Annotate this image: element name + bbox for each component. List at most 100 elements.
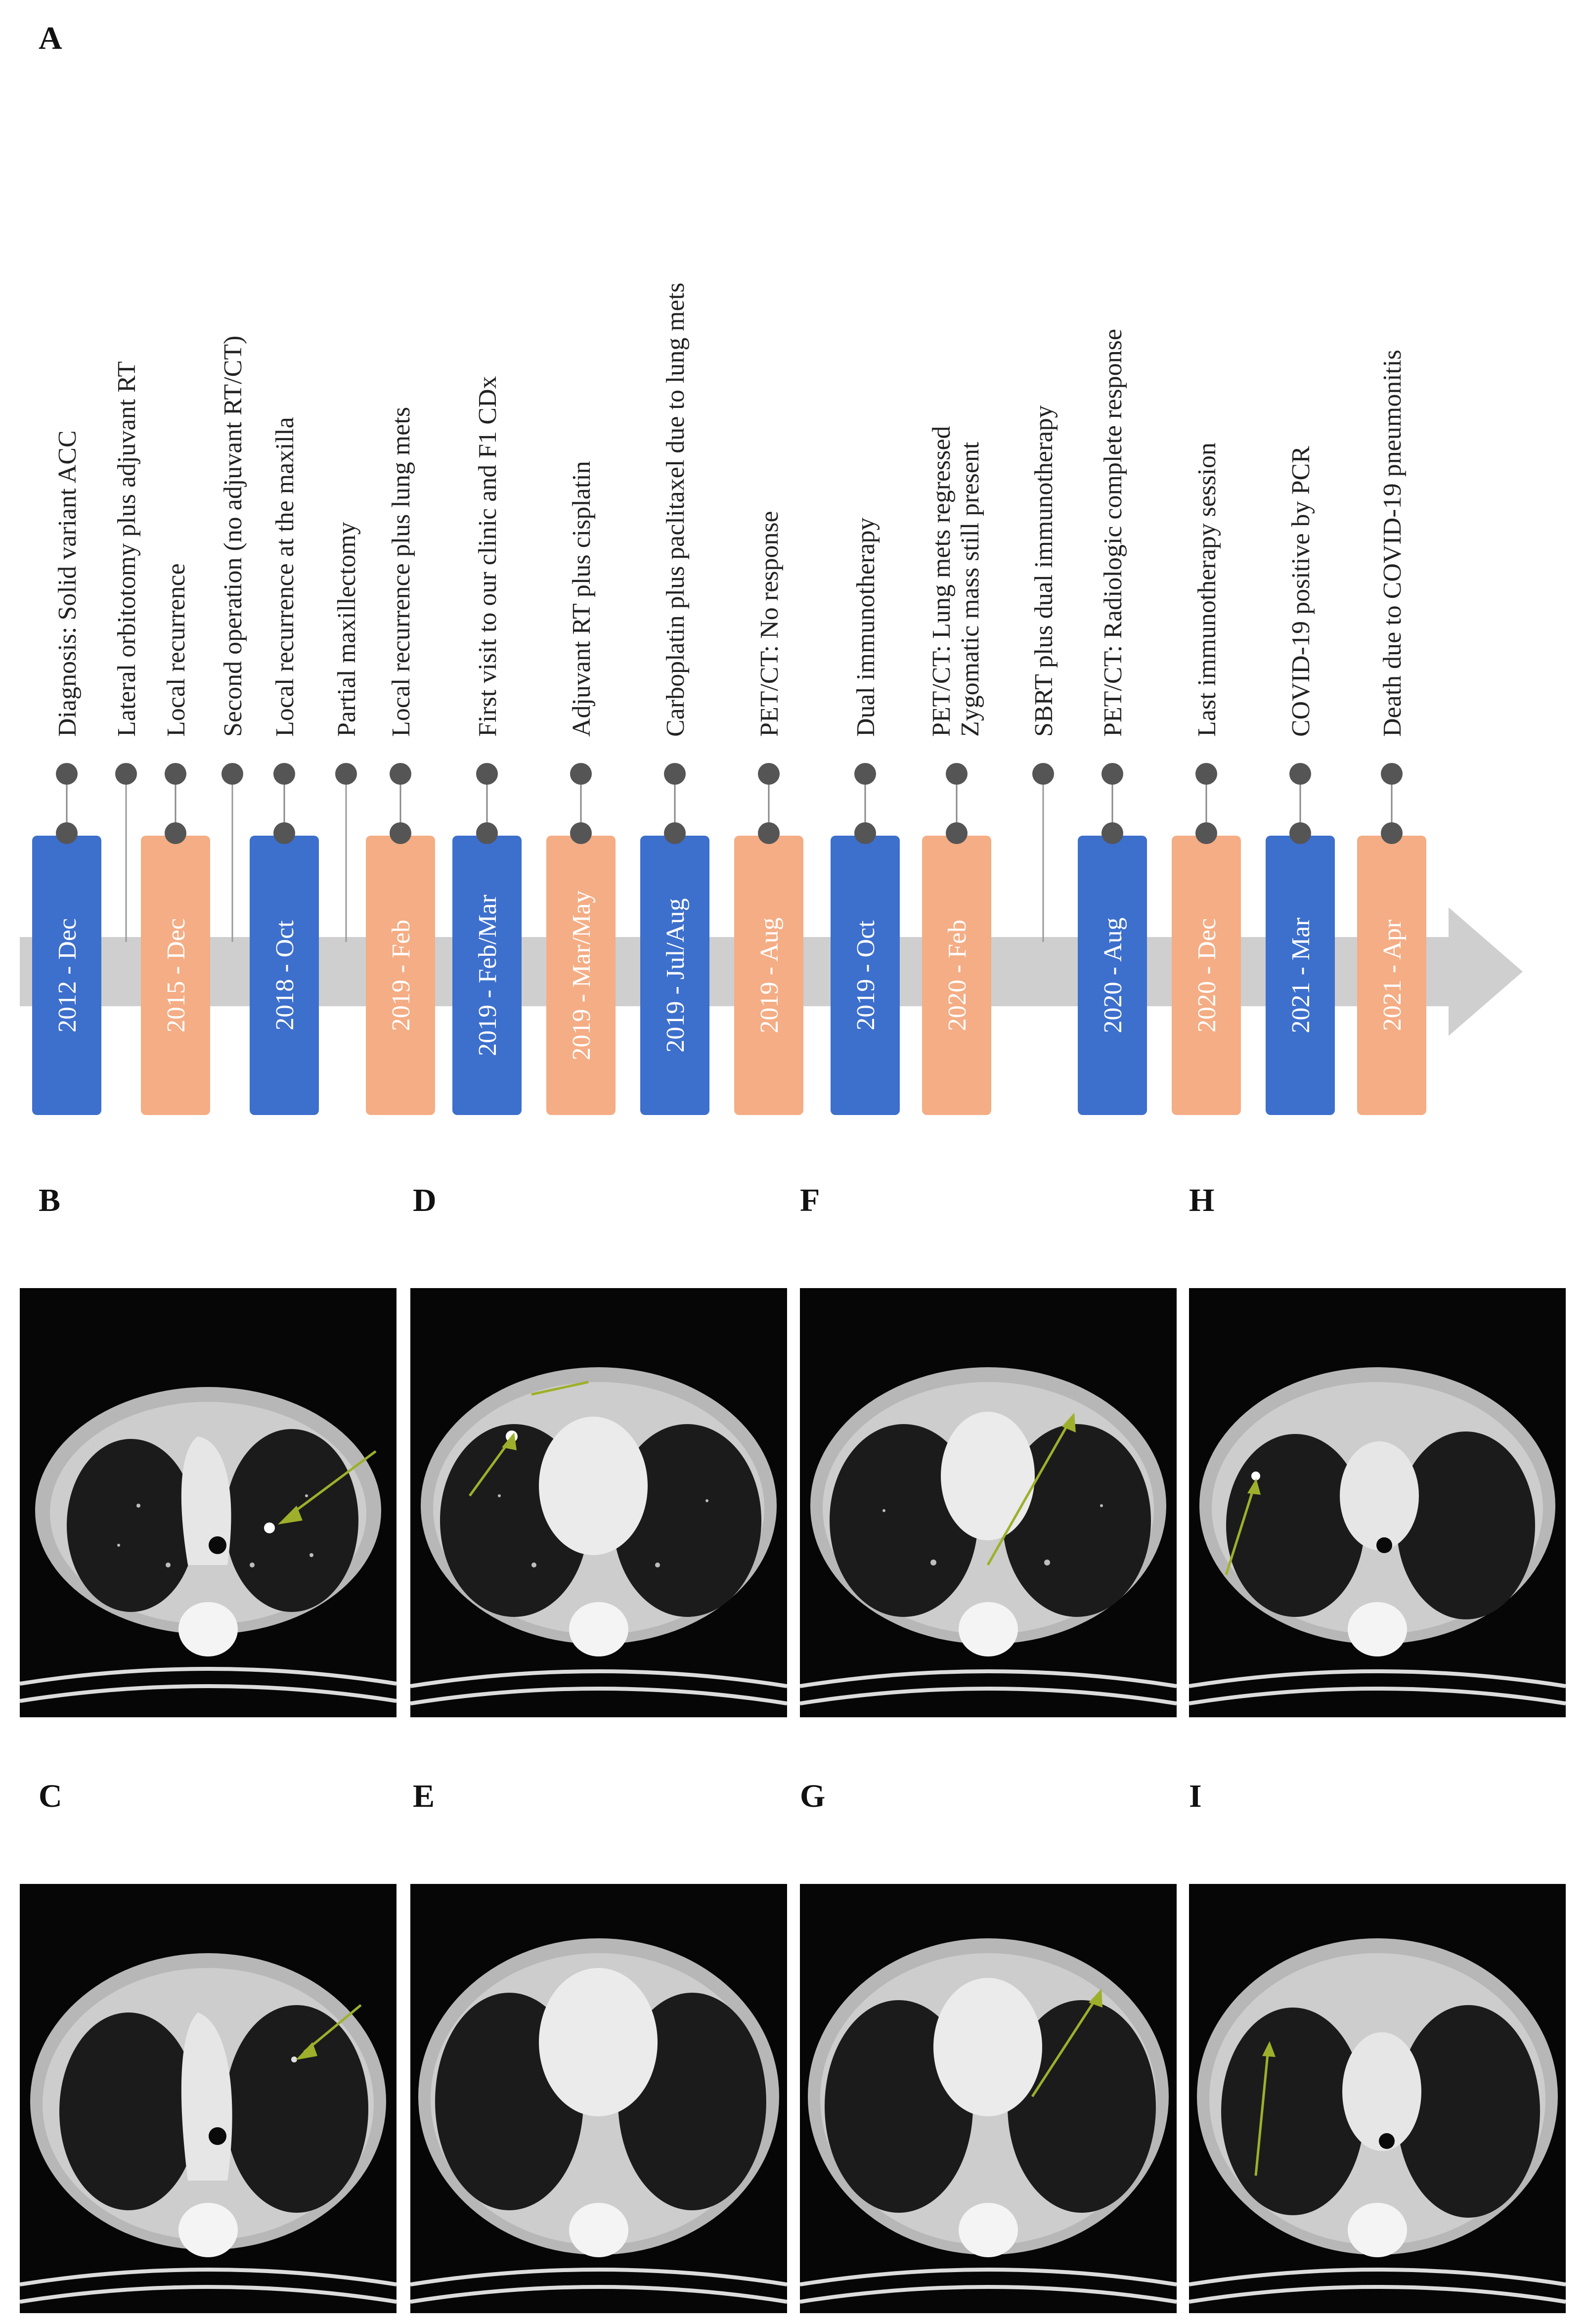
arrow-pointer-head: [1262, 2041, 1276, 2057]
trachea: [1379, 2133, 1395, 2149]
arrow-pointer: [468, 1440, 511, 1497]
date-box: [250, 836, 319, 1115]
event-date: 2019 - Feb/Mar: [474, 894, 502, 1056]
event-marker: [335, 763, 357, 785]
event-label: Partial maxillectomy: [333, 522, 361, 737]
event-date: 2015 - Dec: [162, 918, 190, 1032]
date-box: [734, 836, 803, 1115]
arrow-pointer-head: [502, 1432, 517, 1450]
timeline-event: Partial maxillectomy: [333, 522, 361, 942]
ct-scan-f: [800, 1288, 1177, 1717]
event-label: Diagnosis: Solid variant ACC: [53, 430, 82, 737]
ct-scan-h: [1189, 1288, 1566, 1717]
vertebra: [959, 1602, 1018, 1656]
heart: [1342, 2032, 1421, 2151]
date-box: [141, 836, 210, 1115]
timeline-event: 2012 - Dec Diagnosis: Solid variant ACC: [32, 430, 101, 1115]
panel-label-a: A: [39, 20, 62, 56]
event-marker: [1101, 822, 1123, 844]
event-label: Local recurrence at the maxilla: [271, 417, 299, 737]
vertebra: [178, 1602, 238, 1656]
panel-label-c: C: [39, 1778, 62, 1814]
date-box: [366, 836, 435, 1115]
trachea: [209, 1536, 226, 1554]
right-lung: [225, 2005, 368, 2213]
ct-scan-e: [410, 1884, 787, 2313]
heart: [539, 1417, 648, 1555]
event-marker: [56, 822, 78, 844]
event-marker: [1101, 763, 1123, 785]
event-date: 2019 - Feb: [387, 920, 415, 1031]
event-label: PET/CT: Radiologic complete response: [1099, 329, 1127, 737]
arrow-pointer-head: [1062, 1413, 1076, 1432]
ct-scan-b: [20, 1288, 396, 1717]
left-lung: [830, 1424, 978, 1617]
timeline-event: SBRT plus dual immunotherapy: [1030, 405, 1058, 942]
event-label: SBRT plus dual immunotherapy: [1030, 405, 1058, 737]
date-box: [922, 836, 991, 1115]
timeline-event: 2019 - Feb/Mar First visit to our clinic …: [452, 376, 522, 1115]
panel-label-h: H: [1189, 1182, 1215, 1218]
event-label: First visit to our clinic and F1 CDx: [474, 376, 502, 737]
panel-label-i: I: [1189, 1778, 1202, 1814]
event-date: 2021 - Apr: [1378, 920, 1407, 1031]
event-label: Dual immunotherapy: [852, 518, 880, 737]
ct-scan-i: [1189, 1884, 1566, 2313]
event-label-line2: Zygomatic mass still present: [956, 442, 984, 737]
event-marker: [664, 822, 686, 844]
event-marker: [115, 763, 137, 785]
arrow-pointer-head: [278, 1506, 303, 1524]
event-label: Death due to COVID-19 pneumonitis: [1378, 350, 1407, 737]
timeline-event: Lateral orbitotomy plus adjuvant RT: [113, 361, 141, 942]
event-marker: [854, 822, 876, 844]
event-label: Second operation (no adjuvant RT/CT): [219, 336, 247, 737]
event-label: Carboplatin plus paclitaxel due to lung …: [661, 283, 690, 737]
timeline-event: Second operation (no adjuvant RT/CT): [219, 336, 247, 942]
event-date: 2012 - Dec: [53, 918, 82, 1032]
date-box: [1172, 836, 1241, 1115]
vertebra: [178, 2203, 238, 2257]
event-label: Local recurrence plus lung mets: [387, 407, 415, 737]
arrow-pointer: [1031, 1997, 1098, 2098]
event-date: 2021 - Mar: [1287, 918, 1315, 1033]
lung-nodule: [264, 1522, 275, 1533]
arrow-pointer-head: [1089, 1989, 1102, 2008]
event-label: Last immunotherapy session: [1193, 443, 1221, 737]
date-box: [831, 836, 900, 1115]
vertebra: [569, 2203, 628, 2257]
panel-label-f: F: [800, 1182, 820, 1218]
panel-label-e: E: [413, 1778, 435, 1814]
panel-label-b: B: [39, 1182, 61, 1218]
event-marker: [390, 763, 411, 785]
arrow-pointer: [288, 1450, 377, 1517]
lung-nodule: [1251, 1472, 1260, 1480]
right-lung: [613, 1424, 761, 1617]
left-lung: [1221, 2008, 1365, 2215]
timeline-event: 2019 - Feb Local recurrence plus lung met…: [366, 407, 435, 1115]
date-box: [640, 836, 709, 1115]
heart: [1340, 1441, 1419, 1550]
event-label: PET/CT: No response: [755, 511, 784, 737]
ct-scan-c: [20, 1884, 396, 2313]
arrow-pointer-head: [1247, 1478, 1261, 1495]
event-marker: [165, 763, 186, 785]
date-box: [1078, 836, 1147, 1115]
event-marker: [1381, 763, 1403, 785]
event-marker: [570, 763, 592, 785]
mediastinum: [181, 1436, 231, 1565]
vertebra: [1348, 2203, 1407, 2257]
arrow-pointer: [1254, 2049, 1270, 2176]
date-box: [1266, 836, 1335, 1115]
panel-label-g: G: [800, 1778, 826, 1814]
event-marker: [273, 822, 295, 844]
event-marker: [1289, 763, 1311, 785]
left-lung: [67, 1439, 195, 1612]
lung-nodule: [291, 2056, 297, 2062]
